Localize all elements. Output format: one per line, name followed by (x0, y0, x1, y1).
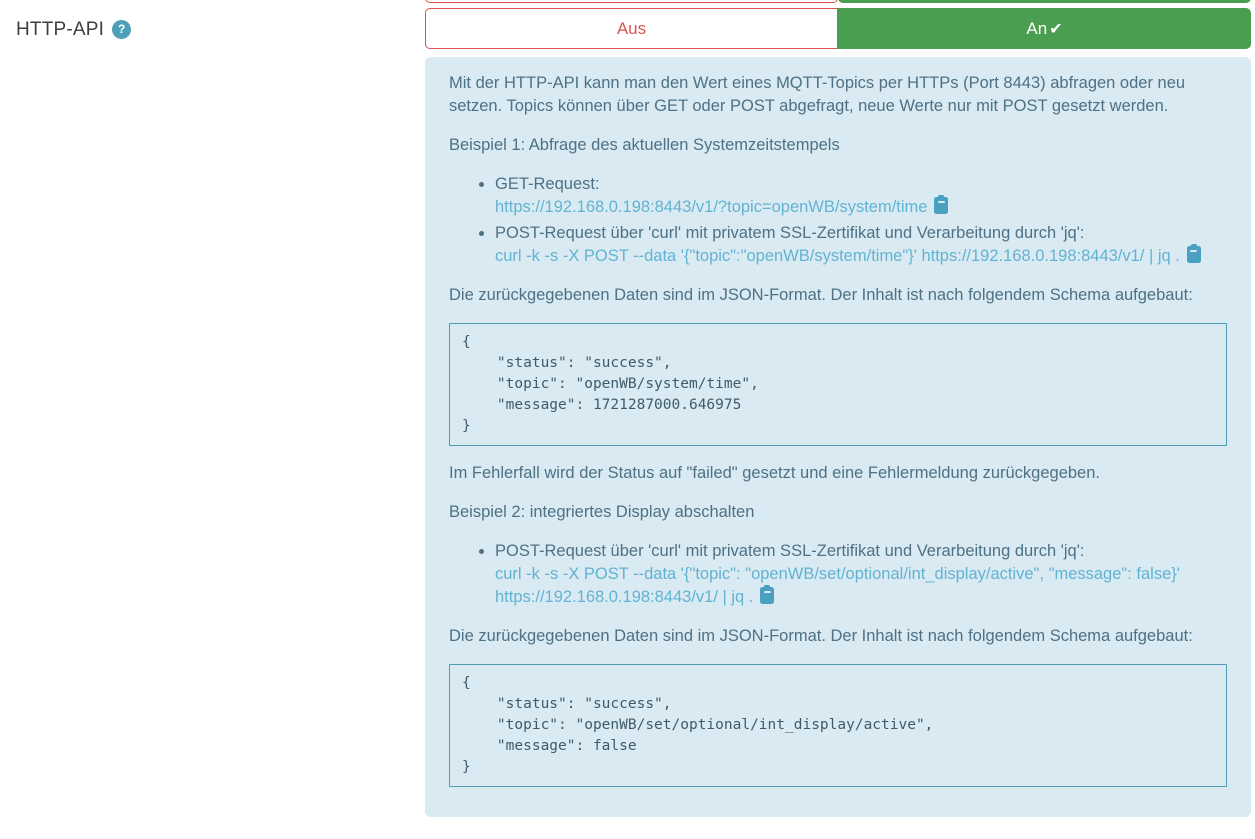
get-request-link[interactable]: https://192.168.0.198:8443/v1/?topic=ope… (495, 198, 928, 216)
previous-toggle-on-fragment[interactable] (838, 0, 1251, 3)
http-api-toggle: Aus An✔ (425, 8, 1251, 49)
intro-paragraph: Mit der HTTP-API kann man den Wert eines… (449, 74, 1186, 115)
example1-schema-code: { "status": "success", "topic": "openWB/… (449, 323, 1227, 446)
error-note: Im Fehlerfall wird der Status auf "faile… (449, 464, 1100, 482)
example2-schema-intro: Die zurückgegebenen Daten sind im JSON-F… (449, 627, 1193, 645)
toggle-off-button[interactable]: Aus (425, 8, 838, 49)
http-api-settings-row: HTTP-API? Aus An✔ Mit der HTTP-API kann … (0, 0, 1255, 817)
clipboard-copy-icon[interactable] (760, 585, 775, 604)
example2-post-item: POST-Request über 'curl' mit privatem SS… (495, 540, 1227, 609)
http-api-help-box: Mit der HTTP-API kann man den Wert eines… (425, 57, 1251, 817)
setting-control-column: Aus An✔ Mit der HTTP-API kann man den We… (425, 0, 1251, 817)
example1-post-item: POST-Request über 'curl' mit privatem SS… (495, 222, 1227, 268)
previous-toggle-row-fragment (425, 0, 1251, 3)
example2-schema-code: { "status": "success", "topic": "openWB/… (449, 664, 1227, 787)
toggle-off-label: Aus (616, 18, 647, 38)
toggle-on-button[interactable]: An✔ (838, 8, 1251, 49)
post-request-label: POST-Request über 'curl' mit privatem SS… (495, 542, 1085, 560)
clipboard-copy-icon[interactable] (1186, 244, 1201, 263)
help-icon[interactable]: ? (112, 19, 132, 39)
post-request-label: POST-Request über 'curl' mit privatem SS… (495, 224, 1085, 242)
example1-schema-intro: Die zurückgegebenen Daten sind im JSON-F… (449, 286, 1193, 304)
http-api-label: HTTP-API (16, 19, 105, 40)
example1-get-item: GET-Request: https://192.168.0.198:8443/… (495, 173, 1227, 219)
post-request-link[interactable]: curl -k -s -X POST --data '{"topic": "op… (495, 565, 1180, 606)
example1-list: GET-Request: https://192.168.0.198:8443/… (449, 173, 1227, 268)
example2-list: POST-Request über 'curl' mit privatem SS… (449, 540, 1227, 609)
toggle-on-label: An (1026, 18, 1048, 38)
example2-title: Beispiel 2: integriertes Display abschal… (449, 503, 755, 521)
example1-title: Beispiel 1: Abfrage des aktuellen System… (449, 136, 840, 154)
get-request-label: GET-Request: (495, 175, 600, 193)
previous-toggle-off-fragment[interactable] (425, 0, 838, 3)
check-icon: ✔ (1049, 20, 1063, 38)
post-request-link[interactable]: curl -k -s -X POST --data '{"topic":"ope… (495, 247, 1180, 265)
setting-label-column: HTTP-API? (0, 0, 425, 817)
clipboard-copy-icon[interactable] (934, 195, 949, 214)
